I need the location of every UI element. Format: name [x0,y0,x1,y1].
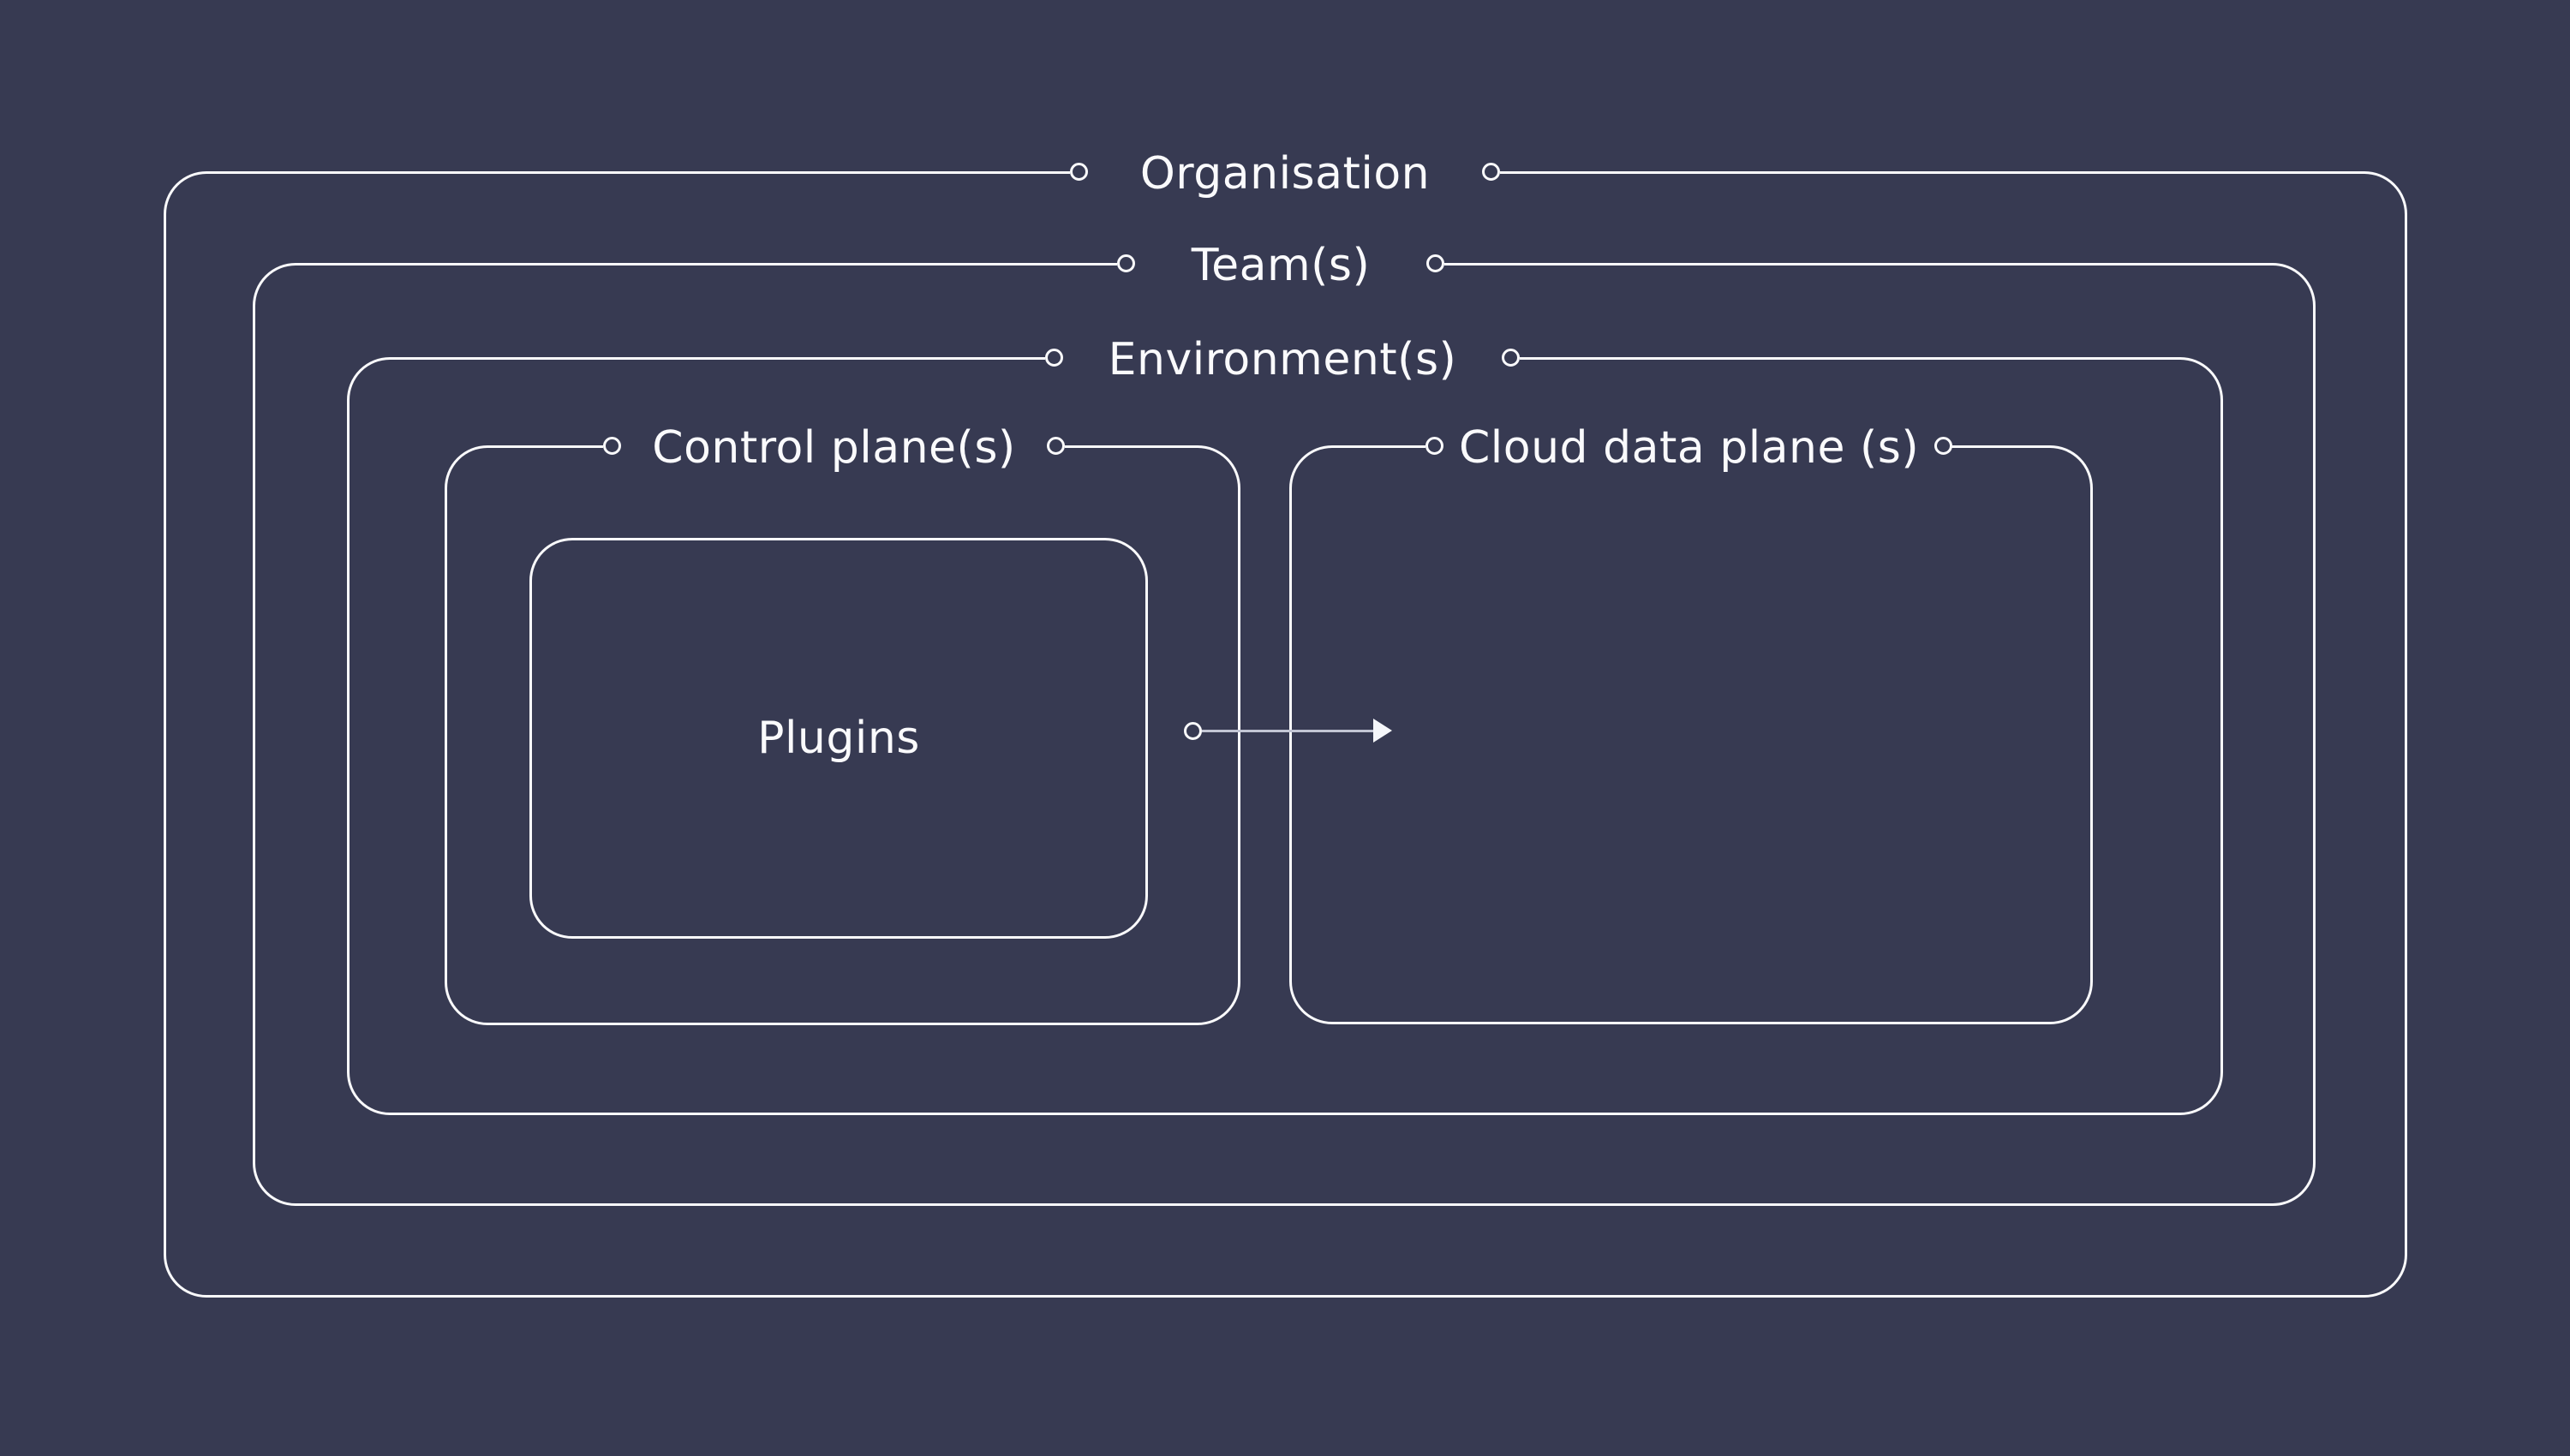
control-plane-label-group: Control plane(s) [603,415,1065,476]
gap-dot-icon [1045,348,1063,367]
cloud-data-plane-label-group: Cloud data plane (s) [1425,415,1953,476]
control-plane-label: Control plane(s) [652,422,1016,474]
teams-label-group: Team(s) [1117,232,1444,294]
gap-dot-icon [1047,436,1065,455]
gap-dot-icon [1482,162,1500,181]
gap-dot-icon [603,436,621,455]
environments-label: Environment(s) [1108,334,1457,385]
teams-label: Team(s) [1191,240,1371,291]
cloud-data-plane-label: Cloud data plane (s) [1459,422,1920,474]
connector-dot-icon [1184,721,1202,740]
gap-dot-icon [1117,254,1135,272]
gap-dot-icon [1425,436,1443,455]
plugins-box: Plugins [529,538,1148,939]
plugins-label: Plugins [757,713,920,764]
gap-dot-icon [1934,436,1953,455]
connector-line [1202,729,1373,732]
gap-dot-icon [1425,254,1444,272]
organisation-label-group: Organisation [1070,140,1500,202]
gap-dot-icon [1501,348,1520,367]
environments-label-group: Environment(s) [1045,326,1520,388]
plugins-to-cloud-connector [1184,718,1392,743]
organisation-label: Organisation [1139,148,1431,200]
gap-dot-icon [1070,162,1088,181]
cloud-data-plane-box [1289,445,2093,1024]
arrowhead-icon [1373,719,1392,743]
